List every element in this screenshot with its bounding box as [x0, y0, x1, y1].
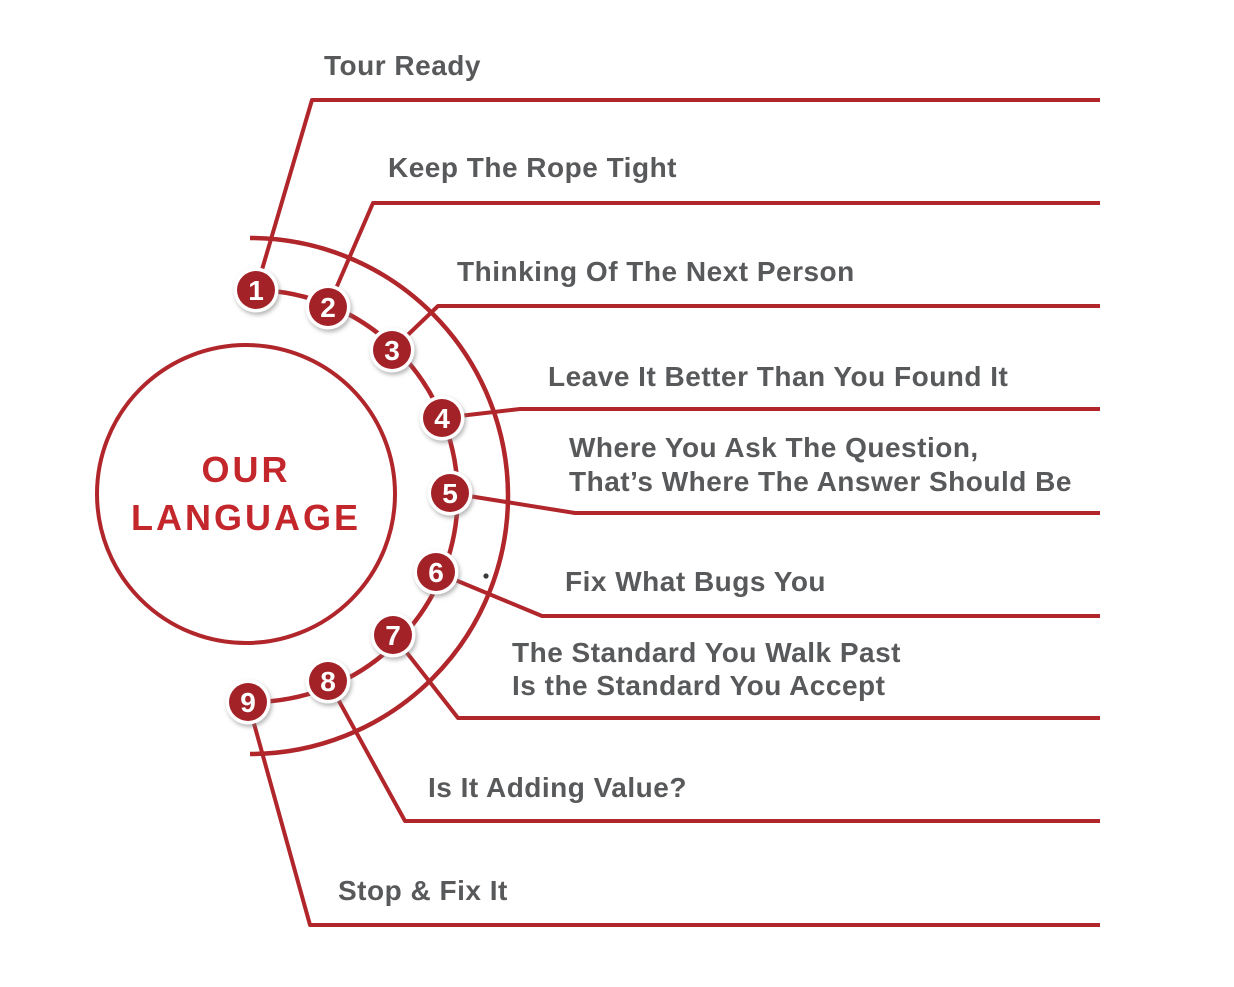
- item-label-7-line2: Is the Standard You Accept: [512, 670, 885, 701]
- badge-9-number: 9: [240, 687, 256, 718]
- item-label-5-line1: Where You Ask The Question,: [569, 432, 979, 463]
- leader-line-9: [246, 701, 1100, 927]
- badge-5-number: 5: [442, 478, 458, 509]
- badge-1: 1: [233, 267, 279, 313]
- item-label-7-line1: The Standard You Walk Past: [512, 637, 901, 668]
- leader-line-3: [390, 304, 1100, 352]
- badge-2-number: 2: [320, 292, 336, 323]
- item-label-5-line2: That’s Where The Answer Should Be: [569, 466, 1072, 497]
- badge-4-number: 4: [434, 403, 450, 434]
- badge-9: 9: [225, 679, 271, 725]
- badge-6: 6: [413, 549, 459, 595]
- leader-line-8: [326, 680, 1100, 823]
- item-label-1: Tour Ready: [324, 50, 481, 81]
- leader-line-4: [441, 407, 1100, 420]
- leader-line-2: [326, 201, 1100, 308]
- diagram-title-line1: OUR: [202, 449, 291, 490]
- badge-5: 5: [427, 470, 473, 516]
- badge-7: 7: [370, 612, 416, 658]
- badge-3-number: 3: [384, 335, 400, 366]
- leader-line-1: [254, 98, 1100, 291]
- badge-7-number: 7: [385, 620, 401, 651]
- badge-2: 2: [305, 284, 351, 330]
- leader-line-6: [435, 570, 1100, 618]
- leader-line-5: [449, 491, 1100, 515]
- leader-line-7: [391, 633, 1100, 720]
- item-label-4: Leave It Better Than You Found It: [548, 361, 1008, 392]
- badge-8-number: 8: [320, 666, 336, 697]
- outer-arc: [249, 235, 511, 757]
- item-label-8: Is It Adding Value?: [428, 772, 687, 803]
- item-label-6: Fix What Bugs You: [565, 566, 826, 597]
- item-label-3: Thinking Of The Next Person: [457, 256, 855, 287]
- badge-3: 3: [369, 327, 415, 373]
- badge-6-number: 6: [428, 557, 444, 588]
- badge-8: 8: [305, 658, 351, 704]
- badge-4: 4: [419, 395, 465, 441]
- badge-1-number: 1: [248, 275, 264, 306]
- item-label-9: Stop & Fix It: [338, 875, 508, 906]
- diagram-title-line2: LANGUAGE: [131, 497, 361, 538]
- stray-mark: [483, 573, 489, 579]
- center-circle: [95, 343, 397, 645]
- item-label-2: Keep The Rope Tight: [388, 152, 677, 183]
